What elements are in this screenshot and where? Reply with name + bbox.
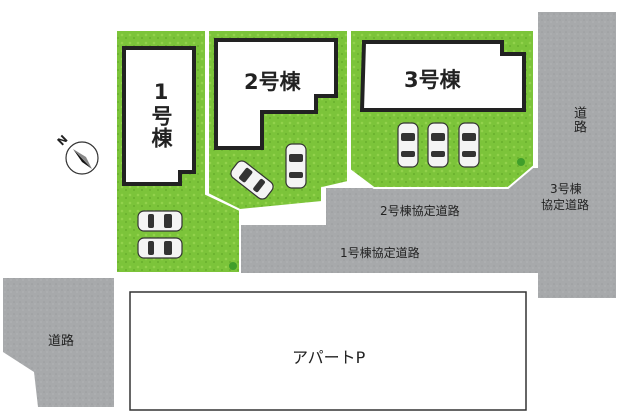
right-road-label: 道路 — [571, 106, 586, 134]
left-road — [3, 278, 114, 407]
left-road-label: 道路 — [48, 334, 75, 349]
right-road — [538, 12, 616, 298]
car-lot1-upper — [137, 210, 183, 232]
shared-road-1-label: 1号棟協定道路 — [340, 246, 420, 260]
shared-road-3-label-line1: 3号棟 — [550, 182, 582, 196]
car-lot2-straight — [285, 143, 307, 189]
building-1-label: 1号棟 — [149, 80, 173, 149]
shared-road-3-label-line2: 協定道路 — [541, 198, 590, 212]
building-2-footprint — [214, 38, 338, 150]
apartment-parking — [129, 291, 527, 411]
building-1-footprint — [122, 46, 196, 186]
building-2-label: 2号棟 — [244, 70, 301, 94]
shared-road-1 — [240, 225, 538, 273]
building-3-footprint — [359, 40, 526, 112]
apartment-parking-label: アパートP — [292, 348, 366, 367]
shared-road-2 — [326, 188, 508, 225]
car-lot1-lower — [137, 237, 183, 259]
shrub-lot3 — [517, 158, 525, 166]
car-lot3-b — [427, 122, 449, 168]
north-arrow-icon — [65, 141, 99, 175]
car-lot3-c — [458, 122, 480, 168]
car-lot2-angled — [230, 160, 274, 200]
shared-road-2-label: 2号棟協定道路 — [380, 204, 460, 218]
car-lot3-a — [397, 122, 419, 168]
building-3-label: 3号棟 — [404, 68, 461, 92]
shrub-lot1 — [229, 262, 237, 270]
